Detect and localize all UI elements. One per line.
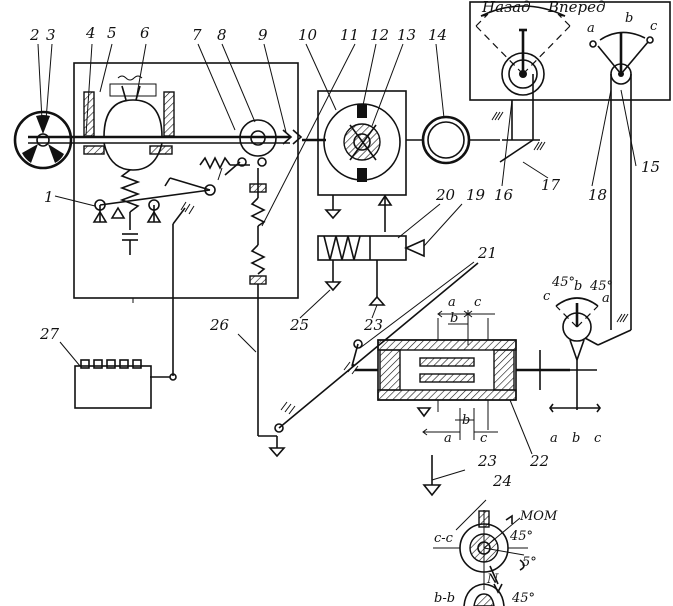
- label-section-cc: c-c: [434, 531, 454, 546]
- label-18: 18: [588, 186, 607, 204]
- label-9: 9: [258, 26, 268, 44]
- section-cc: [433, 499, 528, 594]
- coupling-9: [282, 129, 303, 145]
- label-angle-45-top: 45°: [509, 529, 533, 544]
- label-23: 23: [363, 316, 383, 334]
- label-3: 3: [46, 26, 56, 44]
- label-n: N: [486, 572, 499, 587]
- label-10: 10: [298, 26, 318, 44]
- label-5: 5: [107, 24, 117, 42]
- label-quadrant-b: b: [574, 279, 582, 294]
- label-1: 1: [44, 188, 54, 206]
- label-axis-b: b: [572, 431, 580, 446]
- label-2: 2: [29, 26, 40, 44]
- reverse-lever: [475, 5, 571, 96]
- label-16: 16: [494, 186, 514, 204]
- label-valve-top-a: a: [448, 295, 456, 310]
- label-15: 15: [641, 158, 660, 176]
- label-angle-45-bottom: 45°: [511, 591, 535, 606]
- section-bb: [463, 583, 505, 606]
- label-20: 20: [435, 186, 456, 204]
- label-14: 14: [428, 26, 447, 44]
- label-23b: 23: [477, 452, 497, 470]
- label-section-bb: b-b: [434, 591, 455, 606]
- dimensions-bottom: [416, 407, 498, 440]
- main-housing: [73, 62, 299, 299]
- label-valve-top-c: c: [474, 295, 482, 310]
- spring-column-right: [249, 168, 267, 285]
- label-8: 8: [217, 26, 227, 44]
- label-17: 17: [541, 176, 561, 194]
- label-valve-top-b: b: [450, 311, 458, 326]
- label-25: 25: [289, 316, 309, 334]
- label-24: 24: [492, 472, 512, 490]
- label-angle-5: 5°: [522, 555, 537, 570]
- label-11: 11: [340, 26, 359, 44]
- lever-assembly-1: [92, 177, 216, 223]
- label-13: 13: [397, 26, 416, 44]
- label-axis-c: c: [594, 431, 602, 446]
- label-quadrant-c: c: [543, 289, 551, 304]
- label-valve-bot-c: c: [480, 431, 488, 446]
- label-quadrant-a: a: [602, 291, 610, 306]
- spring-lower-left: [119, 169, 141, 255]
- indicator-27: [74, 359, 152, 409]
- valve-housing: [317, 90, 407, 196]
- label-12: 12: [370, 26, 389, 44]
- label-6: 6: [140, 24, 150, 42]
- lever-21: [274, 262, 479, 433]
- valve-pipes: [324, 194, 393, 232]
- label-mdm: МОМ: [519, 509, 558, 524]
- label-valve-bot-a: a: [444, 431, 452, 446]
- label-valve-bot-b: b: [462, 413, 470, 428]
- pipe-23: [422, 455, 466, 497]
- lever-panel: [469, 1, 671, 101]
- label-panel-c: c: [650, 19, 658, 34]
- label-back: Назад: [481, 0, 531, 16]
- label-27: 27: [39, 325, 60, 343]
- dimensions-top: [437, 310, 495, 345]
- label-4: 4: [85, 24, 96, 42]
- link-to-indicator: [150, 201, 195, 381]
- label-quadrant-angle-right: 45°: [589, 279, 613, 294]
- label-panel-b: b: [625, 11, 633, 26]
- handwheel: [13, 110, 73, 170]
- position-lever: [589, 31, 654, 85]
- label-axis-a: a: [550, 431, 558, 446]
- clutch-disk: [199, 119, 277, 181]
- label-22: 22: [529, 452, 549, 470]
- label-forward: Вперед: [547, 0, 606, 16]
- spool-valve-20: [317, 235, 425, 306]
- rotary-valve: [302, 103, 401, 182]
- quadrant-selector: [549, 297, 632, 413]
- shaft-supports: [83, 91, 175, 155]
- label-panel-a: a: [587, 21, 595, 36]
- label-quadrant-angle-left: 45°: [551, 275, 575, 290]
- label-26: 26: [209, 316, 230, 334]
- wheel-14: [421, 115, 471, 165]
- label-21: 21: [477, 244, 497, 262]
- leader-lines: [37, 43, 637, 455]
- label-7: 7: [192, 26, 202, 44]
- governor-drum: [103, 75, 163, 171]
- distributor-valve-22: [355, 318, 597, 430]
- rod-26: [257, 284, 286, 458]
- label-19: 19: [466, 186, 486, 204]
